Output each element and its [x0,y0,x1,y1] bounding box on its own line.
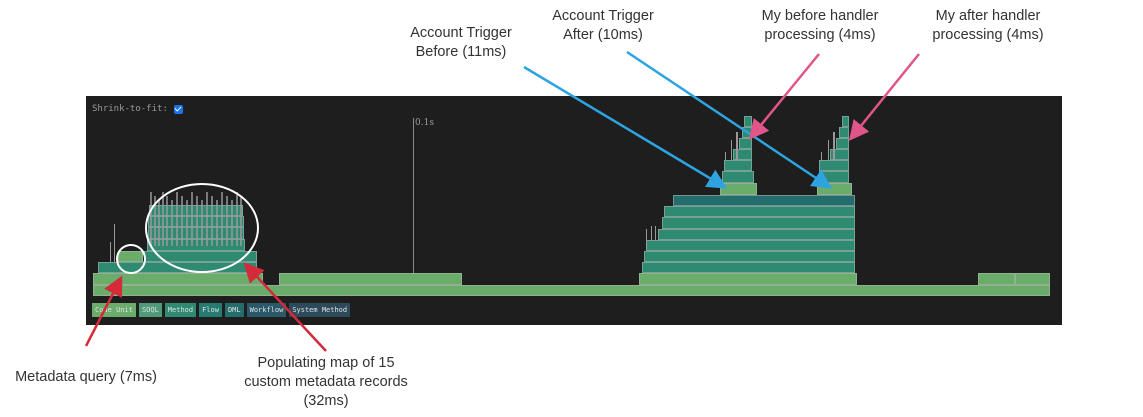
shrink-to-fit-control[interactable]: Shrink-to-fit: [92,104,183,114]
annotation-after-handler: My after handler processing (4ms) [932,8,1044,43]
legend-dml: DML [224,303,244,317]
flame-spike [226,196,228,246]
legend-system-method: System Method [289,303,351,317]
flame-bar[interactable] [842,116,849,127]
flame-spike [725,152,726,160]
annotation-before-handler: My before handler processing (4ms) [761,8,879,43]
annotation-populating-map: Populating map of 15 custom metadata rec… [244,355,408,409]
flame-spike [206,192,208,246]
annotation-trigger-before: Account Trigger Before (11ms) [410,25,512,60]
annotation-trigger-after: Account Trigger After (10ms) [552,8,654,43]
flame-spike [736,132,738,160]
flame-spike [651,226,652,240]
flame-spike [731,140,732,160]
flame-bar[interactable] [644,251,855,262]
before-handler-bar[interactable] [733,149,752,160]
flame-bar[interactable] [642,262,855,273]
flame-spike [166,196,168,246]
flame-bar[interactable] [1015,273,1050,285]
flame-spike [833,132,835,160]
dml-bar[interactable] [673,195,855,206]
flame-bar[interactable] [978,273,1015,285]
after-handler-bar[interactable] [830,149,849,160]
flame-spike [828,140,829,160]
flame-spike [154,196,156,246]
flame-bar[interactable] [279,273,462,285]
metadata-query-bar[interactable] [118,251,143,262]
legend-workflow: Workflow [246,303,287,317]
legend: Code Unit SOQL Method Flow DML Workflow … [92,303,351,317]
flame-spike [236,192,238,246]
flame-chart-panel: Shrink-to-fit: 0.1s [86,96,1062,325]
flame-spike [221,192,223,246]
account-trigger-before-bar[interactable] [720,183,757,195]
legend-flow: Flow [199,303,222,317]
flame-spike [240,196,242,246]
shrink-to-fit-label: Shrink-to-fit: [92,104,168,114]
flame-bar[interactable] [639,273,857,285]
flame-bar[interactable] [658,229,855,240]
time-tick-label: 0.1s [415,118,434,128]
legend-soql: SOQL [138,303,162,317]
flame-spike [821,152,822,160]
flame-spike [201,200,203,246]
flame-spike [150,192,152,246]
flame-spike [181,196,183,246]
flame-bar[interactable] [724,160,752,171]
shrink-to-fit-checkbox[interactable] [173,104,183,114]
flame-spike [196,196,198,246]
time-tick-line [413,118,414,274]
flame-bar[interactable] [839,127,849,138]
flame-bar[interactable] [93,285,1050,296]
flame-spike [110,242,111,262]
flame-bar[interactable] [739,138,752,149]
flame-spike [191,192,193,246]
flame-spike [162,192,164,246]
annotation-metadata-query: Metadata query (7ms) [15,369,157,385]
flame-spike [176,192,178,246]
flame-spike [646,229,647,251]
flame-bar[interactable] [836,138,849,149]
flame-bar[interactable] [662,217,855,229]
flame-spike [158,200,160,246]
flame-spike [186,200,188,246]
flame-spike [211,196,213,246]
flame-spike [655,226,656,240]
legend-method: Method [164,303,197,317]
flame-spike [114,224,115,262]
flame-spike [216,200,218,246]
flame-spike [231,200,233,246]
flame-bar[interactable] [664,206,855,217]
flame-bar[interactable] [819,160,849,171]
flame-spike [171,200,173,246]
